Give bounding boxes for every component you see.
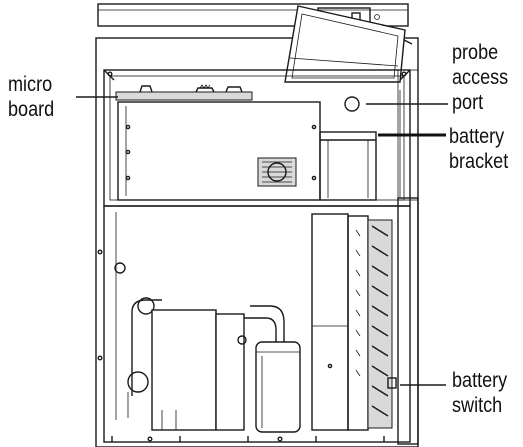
label-switch-line2: switch xyxy=(452,394,503,417)
battery-bracket xyxy=(319,131,377,201)
label-battery-switch: battery switch xyxy=(452,368,507,418)
condenser-coil xyxy=(311,213,393,431)
label-battery-bracket: battery bracket xyxy=(449,124,508,174)
label-probe-line3: port xyxy=(452,91,484,114)
label-probe-line2: access xyxy=(452,66,509,89)
lower-compartment-frame xyxy=(103,205,411,443)
label-bracket-line1: battery xyxy=(449,125,505,148)
micro-board xyxy=(115,91,253,101)
label-micro-board: micro board xyxy=(8,72,54,122)
label-probe-access-port: probe access port xyxy=(452,40,508,115)
fan-unit xyxy=(257,157,297,187)
cabinet-top-cap xyxy=(97,3,409,27)
label-micro-board-line1: micro xyxy=(8,73,53,96)
battery-switch xyxy=(387,377,397,389)
compressor-assembly xyxy=(127,297,301,433)
label-switch-line1: battery xyxy=(452,369,508,392)
label-micro-board-line2: board xyxy=(8,98,55,121)
accumulator-tank xyxy=(255,341,301,433)
label-probe-line1: probe xyxy=(452,41,499,64)
side-door-panel xyxy=(397,197,419,445)
label-bracket-line2: bracket xyxy=(449,150,509,173)
probe-access-port xyxy=(344,96,360,112)
tilted-cover xyxy=(284,5,406,83)
